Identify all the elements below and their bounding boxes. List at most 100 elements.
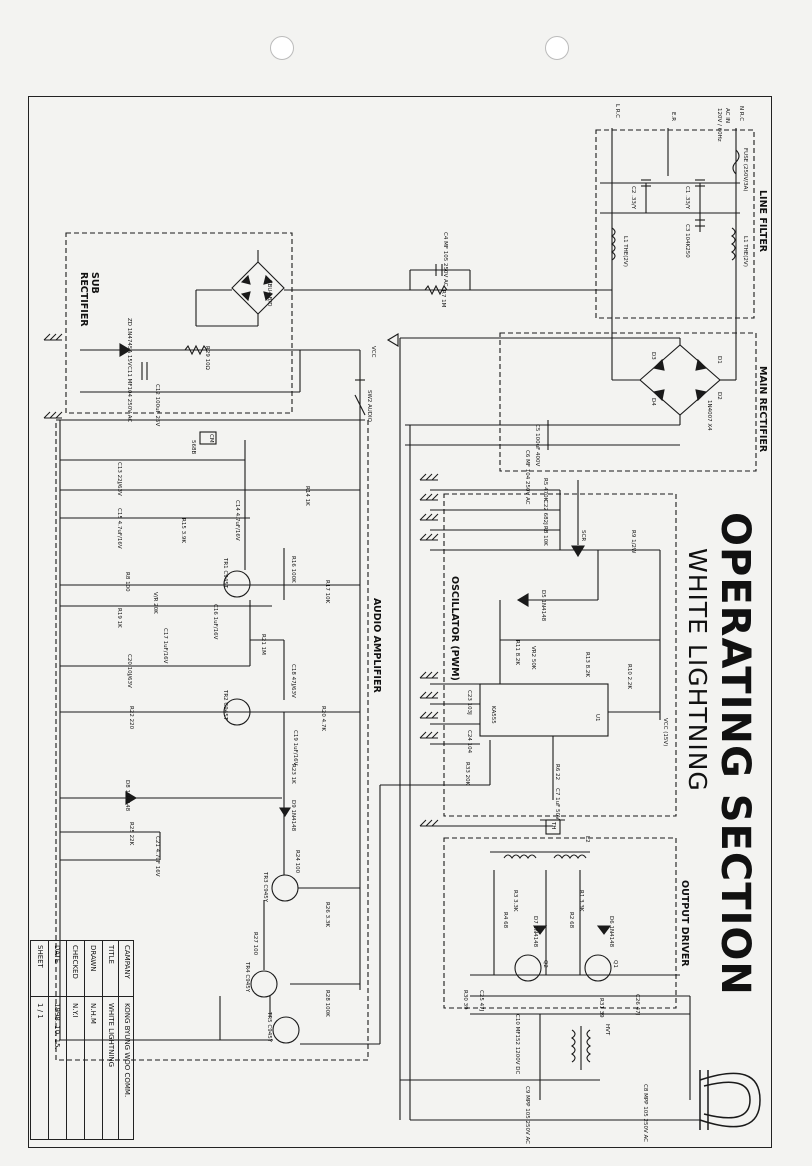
label-c24: C24 104: [466, 730, 472, 754]
label-kbu: KBU4 B/D: [266, 280, 272, 307]
label-r14: R14 1K: [304, 486, 310, 506]
title-block-col-1: [31, 941, 49, 1139]
label-tr4: TR4 C945Y: [244, 962, 250, 993]
label-r4: R4 68: [502, 912, 508, 929]
label-c22: C22 682J: [542, 500, 548, 525]
thermistor-th-box: [545, 819, 561, 835]
terminal-vcc: VCC: [370, 346, 376, 358]
label-scr: SCR: [580, 530, 586, 542]
label-r8a: R8 100: [124, 572, 130, 592]
terminal-n: N R.C: [738, 106, 744, 122]
label-c8: C8 MPP 105 250V AC: [642, 1084, 648, 1142]
label-r17: R17 10K: [324, 580, 330, 604]
block-label-sub-rectifier: SUB RECTIFIER: [78, 272, 100, 327]
tb-company-label: CAMPANY: [123, 945, 131, 979]
label-u1: U1: [594, 714, 600, 722]
microphone-cm-box: [199, 431, 217, 445]
tb-checked-label: CHECKED: [71, 945, 79, 979]
label-tr1: TR1 C945T: [222, 558, 228, 589]
label-r31: R31 39: [598, 998, 604, 1018]
label-hvt: HVT: [604, 1024, 610, 1036]
block-label-line-filter: LINE FILTER: [757, 190, 768, 253]
drawing-frame: [28, 96, 772, 1148]
label-r11: R11 8.2K: [514, 640, 520, 665]
label-c21: C21 4.7uF 16V: [154, 836, 160, 877]
terminal-l: L R.C: [614, 104, 620, 119]
label-main-rect: 1N4007 X4: [706, 400, 712, 431]
tb-company-value: KONG BYUNG WOO COMM.: [123, 1003, 131, 1098]
tb-drawn-label: DRAWN: [89, 945, 97, 972]
label-d9: D9 1N4148: [290, 800, 296, 832]
sub-rectifier-box: [65, 232, 293, 414]
label-r26: R26 3.3K: [324, 902, 330, 927]
label-c3: C3 104K250: [684, 224, 690, 258]
label-r20: R20 4.7K: [320, 706, 326, 731]
page-title: OPERATING SECTION: [712, 512, 758, 996]
label-r19: R19 1K: [116, 608, 122, 628]
label-vr: V/R 20K: [152, 592, 158, 614]
label-d6: D6 1N4148: [608, 916, 614, 948]
label-l2: L2: [584, 836, 590, 843]
tb-sheet-label: SHEET: [36, 945, 44, 968]
tb-date-label: DATE: [53, 945, 61, 964]
label-r21: R21 1M: [260, 634, 266, 655]
label-c1: C1 .33/Y: [684, 186, 690, 210]
label-r24: R24 100: [294, 850, 300, 874]
title-block-col-4: [85, 941, 103, 1139]
label-r5: R5 470K: [542, 478, 548, 502]
terminal-ac-spec: 120V / 60Hz: [716, 108, 722, 142]
block-label-oscillator: OSCILLATOR (PWM): [449, 576, 460, 681]
label-r10: R10 2.2K: [626, 664, 632, 689]
punch-hole-top-2: [545, 36, 569, 60]
label-r2: R2 68: [568, 912, 574, 929]
label-r15: R15 3.9K: [180, 518, 186, 543]
page-subtitle: WHITE LIGHTNING: [683, 548, 712, 792]
label-c9: C9 MPP 105 250V AC: [524, 1086, 530, 1144]
line-filter-box: [595, 129, 755, 319]
label-c12: C12 100uF 25V: [154, 384, 160, 427]
block-label-audio-amplifier: AUDIO AMPLIFIER: [371, 598, 382, 693]
block-label-main-rectifier: MAIN RECTIFIER: [757, 366, 768, 453]
tb-checked-value: N.Y.I: [71, 1003, 79, 1018]
label-d1: D1: [716, 356, 722, 364]
label-c15: C15 4.7uF/16V: [116, 508, 122, 549]
label-r22: R22 220: [128, 706, 134, 730]
label-th: TH: [550, 822, 556, 830]
label-r3: R3 3.3K: [512, 890, 518, 912]
title-block-col-2: [49, 941, 67, 1139]
label-c18: C18 47J/63V: [290, 664, 296, 698]
label-r33: R33 20K: [464, 762, 470, 786]
label-tr3: TR3 C945Y: [262, 872, 268, 903]
label-c20: C20 10J/63V: [126, 654, 132, 688]
label-l1b: L1 THE(2V): [622, 236, 628, 267]
label-r28: R28 100K: [324, 990, 330, 1017]
label-r30: R30 39: [462, 990, 468, 1010]
label-r13: R13 8.2K: [584, 652, 590, 677]
label-cm: CM: [208, 434, 214, 443]
label-audio-switch: AUDIO: [366, 404, 372, 422]
output-driver-box: [443, 837, 677, 1009]
terminal-ac-in: AC IN: [724, 108, 730, 123]
punch-hole-top-1: [270, 36, 294, 60]
label-q1: Q1: [612, 960, 618, 968]
label-c11: C11 MF104 250V AC: [126, 366, 132, 423]
label-ssb: 568B: [190, 440, 196, 455]
label-d3: D3: [650, 352, 656, 360]
label-r6: R6 22: [554, 764, 560, 781]
ka555-ic-body: [479, 683, 609, 737]
label-zd: ZD 1N4745A 15V: [126, 318, 132, 366]
label-d7: D7 1N4148: [532, 916, 538, 948]
label-sw2: SW2: [366, 390, 372, 403]
label-fuse: FUSE (250V/3A): [742, 148, 748, 192]
label-c13: C13 22J/63V: [116, 462, 122, 496]
label-c17: C17 1uF/16V: [162, 628, 168, 664]
label-l1: L1 THE(2V): [742, 236, 748, 267]
label-r27: R27 100: [252, 932, 258, 956]
label-c5: C5 100uF 400V: [534, 424, 540, 467]
tb-date-value: 1998. 10. 15.: [53, 1003, 61, 1050]
label-c7: C7 1uF 50V: [554, 788, 560, 820]
block-label-output-driver: OUTPUT DRIVER: [679, 880, 690, 967]
label-c6: C6 MF 104 250V AC: [524, 450, 530, 505]
label-r23: R23 1K: [290, 764, 296, 784]
